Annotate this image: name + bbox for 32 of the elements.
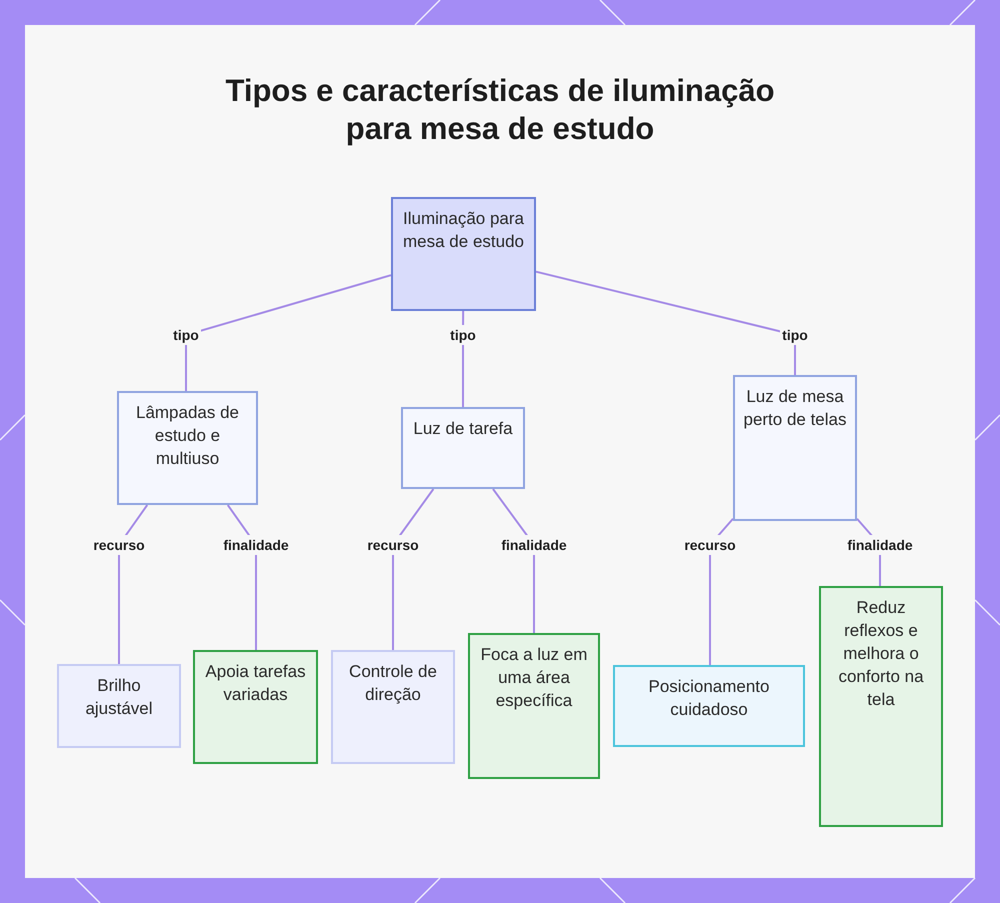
edge-label: recurso bbox=[682, 535, 738, 555]
concept-box bbox=[57, 664, 181, 748]
connector-line bbox=[392, 488, 434, 650]
concept-box bbox=[613, 665, 805, 747]
edge-label: finalidade bbox=[845, 535, 915, 555]
edge-label: finalidade bbox=[499, 535, 569, 555]
node-text: Reduz reflexos e melhora o conforto na tela bbox=[837, 597, 925, 711]
connector-line bbox=[536, 270, 796, 375]
concept-box bbox=[468, 633, 600, 779]
concept-box bbox=[391, 197, 536, 311]
node-text: Lâmpadas de estudo e multiuso bbox=[134, 402, 240, 470]
title: Tipos e características de iluminação para mesa de estudo bbox=[224, 72, 776, 148]
node-text: Posicionamento cuidadoso bbox=[648, 676, 770, 721]
concept-box bbox=[117, 391, 258, 505]
concept-box bbox=[193, 650, 318, 764]
edge-label: recurso bbox=[91, 535, 147, 555]
edge-label: finalidade bbox=[221, 535, 291, 555]
node-text: Luz de mesa perto de telas bbox=[743, 386, 847, 431]
concept-box bbox=[331, 650, 455, 764]
connector-line bbox=[118, 504, 148, 664]
node-text: Foca a luz em uma área específica bbox=[480, 644, 588, 712]
concept-box bbox=[819, 586, 943, 827]
node-text: Iluminação para mesa de estudo bbox=[402, 208, 525, 253]
concept-box bbox=[733, 375, 857, 521]
node-text: Luz de tarefa bbox=[413, 418, 513, 440]
node-text: Apoia tarefas variadas bbox=[204, 661, 307, 706]
edge-label: tipo bbox=[448, 325, 478, 345]
edge-label: recurso bbox=[365, 535, 421, 555]
node-text: Brilho ajustável bbox=[84, 675, 154, 720]
node-text: Controle de direção bbox=[348, 661, 438, 706]
connector-line bbox=[185, 274, 392, 391]
concept-box bbox=[401, 407, 525, 489]
